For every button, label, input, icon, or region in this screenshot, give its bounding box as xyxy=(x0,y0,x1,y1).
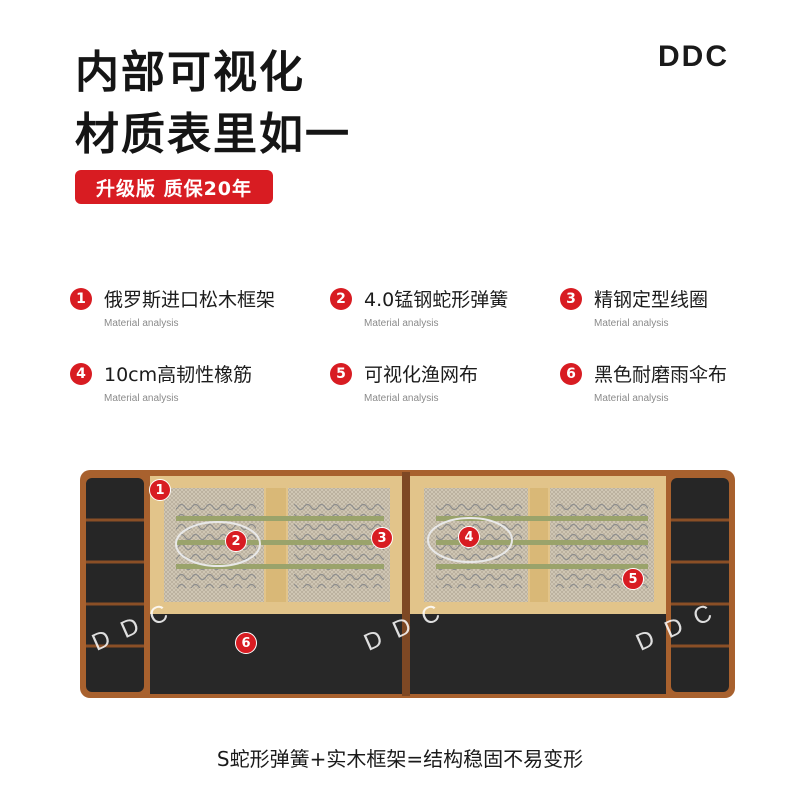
headline-line-2: 材质表里如一 xyxy=(75,109,351,160)
left-armrest xyxy=(86,478,144,692)
bottom-caption: S蛇形弹簧+实木框架=结构稳固不易变形 xyxy=(216,747,584,771)
feature-number-badge: 4 xyxy=(70,362,92,385)
feature-item-3: 3 精钢定型线圈 Material analysis xyxy=(560,285,780,329)
marker-4: 4 xyxy=(458,526,480,548)
feature-subtitle: Material analysis xyxy=(364,318,439,329)
marker-6: 6 xyxy=(235,632,257,654)
feature-subtitle: Material analysis xyxy=(594,318,669,329)
left-seat-base xyxy=(150,612,402,694)
feature-title: 可视化渔网布 xyxy=(364,364,479,386)
feature-subtitle: Material analysis xyxy=(104,318,179,329)
headline-line-1: 内部可视化 xyxy=(75,47,305,98)
feature-item-4: 4 10cm高韧性橡筋 Material analysis xyxy=(70,360,290,404)
brand-logo: DDC xyxy=(658,40,729,73)
feature-number-badge: 6 xyxy=(560,362,582,385)
headline: 内部可视化 材质表里如一 xyxy=(75,42,351,166)
feature-subtitle: Material analysis xyxy=(364,393,439,404)
warranty-badge: 升级版 质保20年 xyxy=(75,170,273,204)
feature-number-badge: 2 xyxy=(330,287,352,310)
feature-item-5: 5 可视化渔网布 Material analysis xyxy=(330,360,550,404)
right-seat-base xyxy=(410,612,666,694)
feature-subtitle: Material analysis xyxy=(104,393,179,404)
feature-title: 精钢定型线圈 xyxy=(594,289,709,311)
feature-title: 俄罗斯进口松木框架 xyxy=(104,289,276,311)
feature-title: 10cm高韧性橡筋 xyxy=(104,364,253,386)
marker-5: 5 xyxy=(622,568,644,590)
marker-2: 2 xyxy=(225,530,247,552)
feature-number-badge: 5 xyxy=(330,362,352,385)
feature-item-6: 6 黑色耐磨雨伞布 Material analysis xyxy=(560,360,780,404)
feature-item-1: 1 俄罗斯进口松木框架 Material analysis xyxy=(70,285,290,329)
marker-1: 1 xyxy=(149,479,171,501)
feature-subtitle: Material analysis xyxy=(594,393,669,404)
feature-number-badge: 1 xyxy=(70,287,92,310)
right-armrest xyxy=(671,478,729,692)
feature-item-2: 2 4.0锰钢蛇形弹簧 Material analysis xyxy=(330,285,550,329)
feature-title: 4.0锰钢蛇形弹簧 xyxy=(364,289,509,311)
feature-number-badge: 3 xyxy=(560,287,582,310)
marker-3: 3 xyxy=(371,527,393,549)
feature-title: 黑色耐磨雨伞布 xyxy=(594,364,728,386)
